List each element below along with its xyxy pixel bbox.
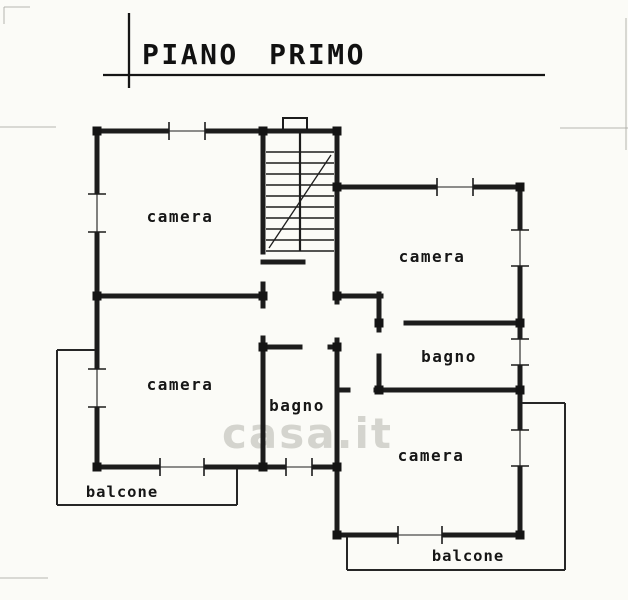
balcony-door-icon — [397, 526, 443, 544]
room-label-camera-top-left: camera — [147, 207, 214, 226]
balcony-right-outline — [346, 402, 566, 571]
watermark: casa.it — [222, 409, 393, 458]
window-icon — [88, 368, 106, 408]
room-label-balcone-left: balcone — [86, 483, 158, 501]
room-label-camera-bottom-left: camera — [147, 375, 214, 394]
window-icon — [511, 429, 529, 467]
chimney-vent — [282, 117, 308, 132]
room-label-bagno-middle: bagno — [269, 396, 325, 415]
room-label-camera-bottom-right: camera — [398, 446, 465, 465]
balcony-left-outline — [56, 349, 238, 506]
title-block: PIANO PRIMO — [103, 13, 545, 88]
window-icon — [511, 229, 529, 267]
room-label-camera-right: camera — [399, 247, 466, 266]
room-labels: camera camera camera bagno bagno camera … — [86, 207, 504, 565]
walls — [92, 126, 525, 540]
room-label-balcone-right: balcone — [432, 547, 504, 565]
staircase — [260, 117, 334, 265]
stair-direction-line — [268, 154, 332, 249]
page-title: PIANO PRIMO — [142, 38, 366, 71]
window-icon — [168, 122, 206, 140]
window-icon — [285, 458, 313, 476]
window-icon — [436, 178, 474, 196]
windows — [88, 122, 529, 544]
window-icon — [511, 338, 529, 366]
window-icon — [88, 193, 106, 233]
scan-artifacts — [0, 6, 628, 579]
junction-nodes — [92, 126, 525, 540]
balcony-door-icon — [159, 458, 205, 476]
room-label-bagno-right: bagno — [421, 347, 477, 366]
